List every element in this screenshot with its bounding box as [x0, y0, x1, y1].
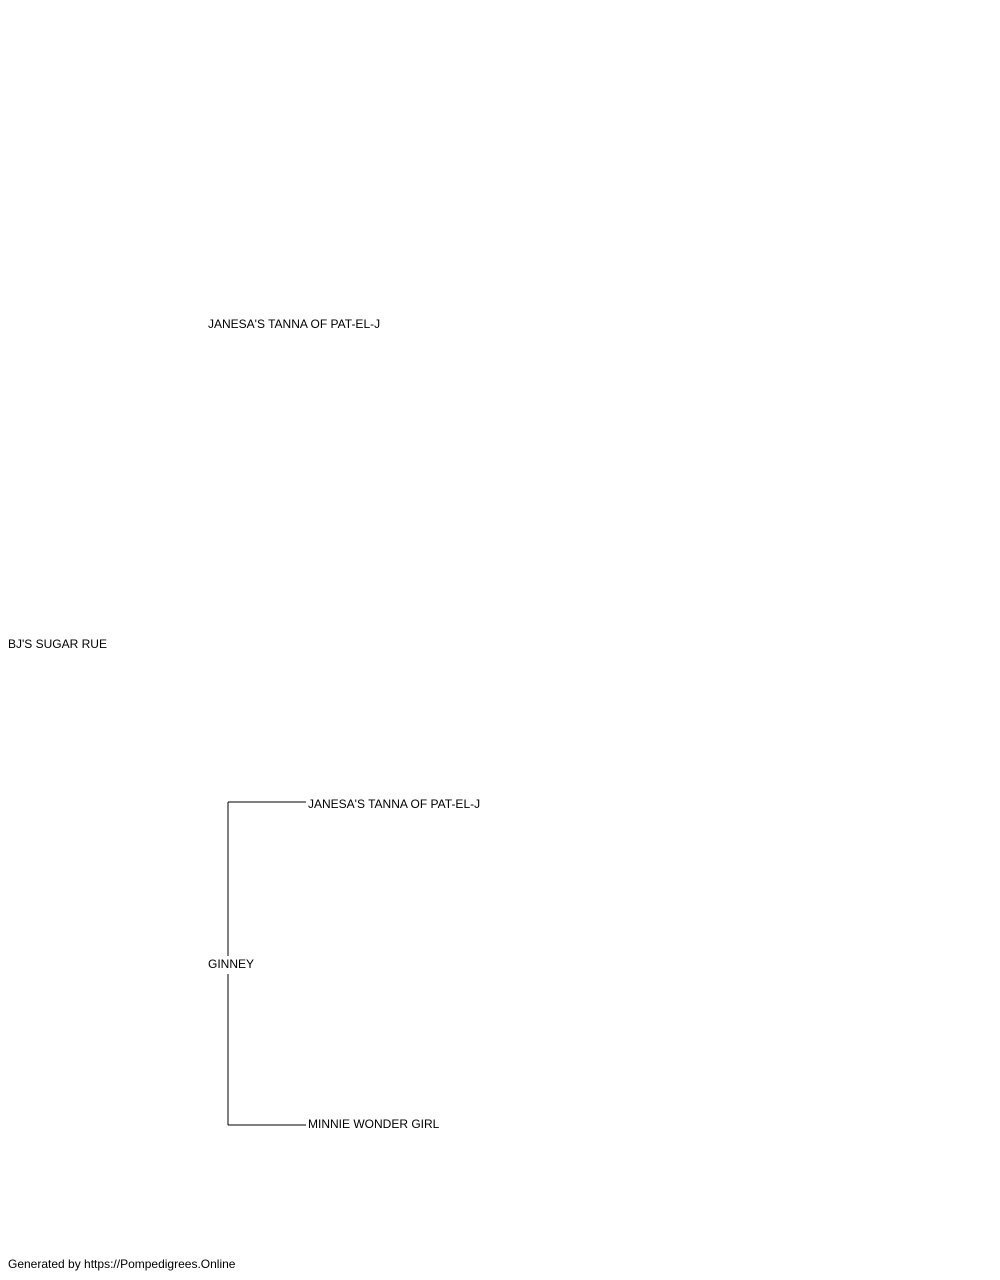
sire-name: JANESA'S TANNA OF PAT-EL-J [208, 317, 381, 331]
dam-dam-name: MINNIE WONDER GIRL [308, 1117, 440, 1131]
subject-name: BJ'S SUGAR RUE [8, 637, 107, 651]
footer-credit: Generated by https://Pompedigrees.Online [8, 1257, 236, 1271]
dam-sire-name: JANESA'S TANNA OF PAT-EL-J [308, 797, 481, 811]
dam-name: GINNEY [208, 957, 255, 971]
